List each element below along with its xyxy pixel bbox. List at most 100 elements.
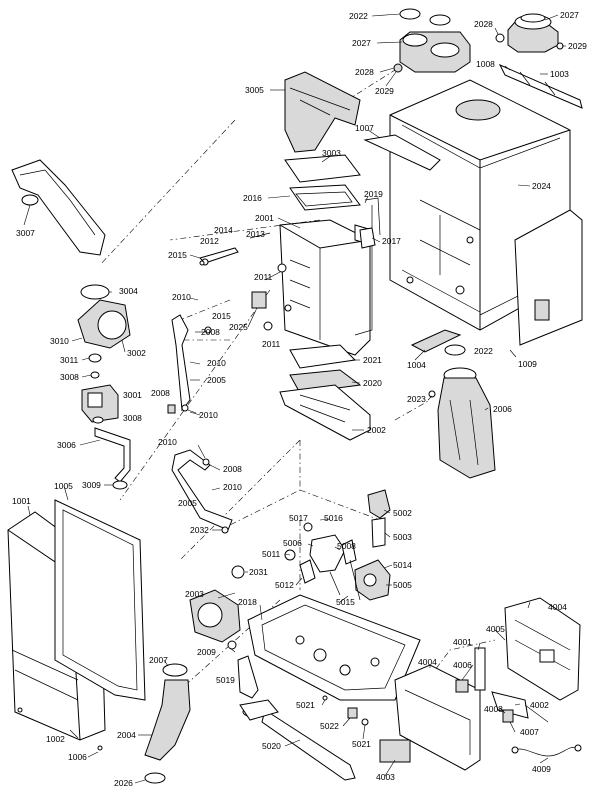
label-3008-upper: 3008: [60, 372, 79, 382]
label-2010-lower: 2010: [199, 410, 218, 420]
burner-tray: [279, 344, 371, 441]
label-5011: 5011: [262, 549, 281, 559]
label-2009: 2009: [197, 647, 216, 657]
part-labels: 2022 2027 2028 2029 2028 2027 2029 1008 …: [12, 10, 587, 788]
label-2006: 2006: [493, 404, 512, 414]
flow-pipes: [167, 314, 233, 531]
gas-valve-assembly: [81, 384, 131, 490]
label-2027-right: 2027: [560, 10, 579, 20]
side-panel: [514, 209, 583, 346]
upper-bracket: [363, 134, 441, 171]
flue-turret-group: [393, 8, 564, 73]
sensor-parts: [199, 197, 381, 331]
label-1003: 1003: [550, 69, 569, 79]
leader-lines: [23, 13, 566, 784]
label-4004-left: 4004: [418, 657, 437, 667]
label-3006: 3006: [57, 440, 76, 450]
cover-seal: [54, 499, 146, 701]
label-1004: 1004: [407, 360, 426, 370]
label-2003: 2003: [185, 589, 204, 599]
label-2010-pipe2-lower: 2010: [223, 482, 242, 492]
label-2027-left: 2027: [352, 38, 371, 48]
label-4009: 4009: [532, 764, 551, 774]
label-4004-right: 4004: [548, 602, 567, 612]
label-2028-left: 2028: [355, 67, 374, 77]
label-2022-right: 2022: [474, 346, 493, 356]
air-hood: [284, 71, 361, 153]
label-3011: 3011: [60, 355, 79, 365]
label-1005: 1005: [54, 481, 73, 491]
label-2012: 2012: [200, 236, 219, 246]
label-4007: 4007: [520, 727, 539, 737]
label-3004: 3004: [119, 286, 138, 296]
label-2014: 2014: [214, 225, 233, 235]
flue-duct: [428, 367, 496, 479]
label-2011-lower: 2011: [262, 339, 281, 349]
label-3010: 3010: [50, 336, 69, 346]
label-3008-lower: 3008: [123, 413, 142, 423]
label-3003: 3003: [322, 148, 341, 158]
label-2016: 2016: [243, 193, 262, 203]
label-1009: 1009: [518, 359, 537, 369]
hydraulic-group: [284, 489, 391, 601]
label-2026: 2026: [114, 778, 133, 788]
label-2020: 2020: [363, 378, 382, 388]
air-intake-duct: [11, 159, 106, 256]
heat-exchanger: [279, 205, 373, 356]
label-2025: 2025: [229, 322, 248, 332]
label-2015-lower: 2015: [212, 311, 231, 321]
bottom-strip: [410, 329, 466, 356]
label-2008-lower: 2008: [223, 464, 242, 474]
label-5022: 5022: [320, 721, 339, 731]
label-2031: 2031: [249, 567, 268, 577]
label-5019: 5019: [216, 675, 235, 685]
label-3001: 3001: [123, 390, 142, 400]
drain-pipe: [237, 655, 369, 781]
label-5014: 5014: [393, 560, 412, 570]
label-5012: 5012: [275, 580, 294, 590]
label-2010-mid: 2010: [207, 358, 226, 368]
label-2032: 2032: [190, 525, 209, 535]
label-3009: 3009: [82, 480, 101, 490]
label-5021-lower: 5021: [352, 739, 371, 749]
label-2005-upper: 2005: [207, 375, 226, 385]
label-2018: 2018: [238, 597, 257, 607]
label-3002: 3002: [127, 348, 146, 358]
label-2029-right: 2029: [568, 41, 587, 51]
label-5002: 5002: [393, 508, 412, 518]
fan-assembly: [77, 284, 131, 379]
label-2007: 2007: [149, 655, 168, 665]
label-1006: 1006: [68, 752, 87, 762]
label-2001: 2001: [255, 213, 274, 223]
label-2021: 2021: [363, 355, 382, 365]
label-5005: 5005: [393, 580, 412, 590]
label-5017: 5017: [289, 513, 308, 523]
label-2013: 2013: [246, 229, 265, 239]
label-2017: 2017: [382, 236, 401, 246]
label-1002: 1002: [46, 734, 65, 744]
label-2015-top: 2015: [168, 250, 187, 260]
label-4005: 4005: [486, 624, 505, 634]
label-3005: 3005: [245, 85, 264, 95]
label-2011-upper: 2011: [254, 272, 273, 282]
label-2029-left: 2029: [375, 86, 394, 96]
label-2008-upper: 2008: [201, 327, 220, 337]
label-1008: 1008: [476, 59, 495, 69]
label-2005-lower: 2005: [178, 498, 197, 508]
label-2023: 2023: [407, 394, 426, 404]
condensate-trap: [144, 663, 191, 784]
label-4002: 4002: [530, 700, 549, 710]
label-5020: 5020: [262, 741, 281, 751]
label-2024: 2024: [532, 181, 551, 191]
label-4006: 4006: [453, 660, 472, 670]
label-1007: 1007: [355, 123, 374, 133]
burner-gaskets: [284, 154, 361, 211]
screws: [17, 260, 328, 751]
label-4003: 4003: [376, 772, 395, 782]
label-2022-top: 2022: [349, 11, 368, 21]
label-1001: 1001: [12, 496, 31, 506]
label-5016: 5016: [324, 513, 343, 523]
electrical-parts: [455, 647, 582, 757]
label-4001: 4001: [453, 637, 472, 647]
